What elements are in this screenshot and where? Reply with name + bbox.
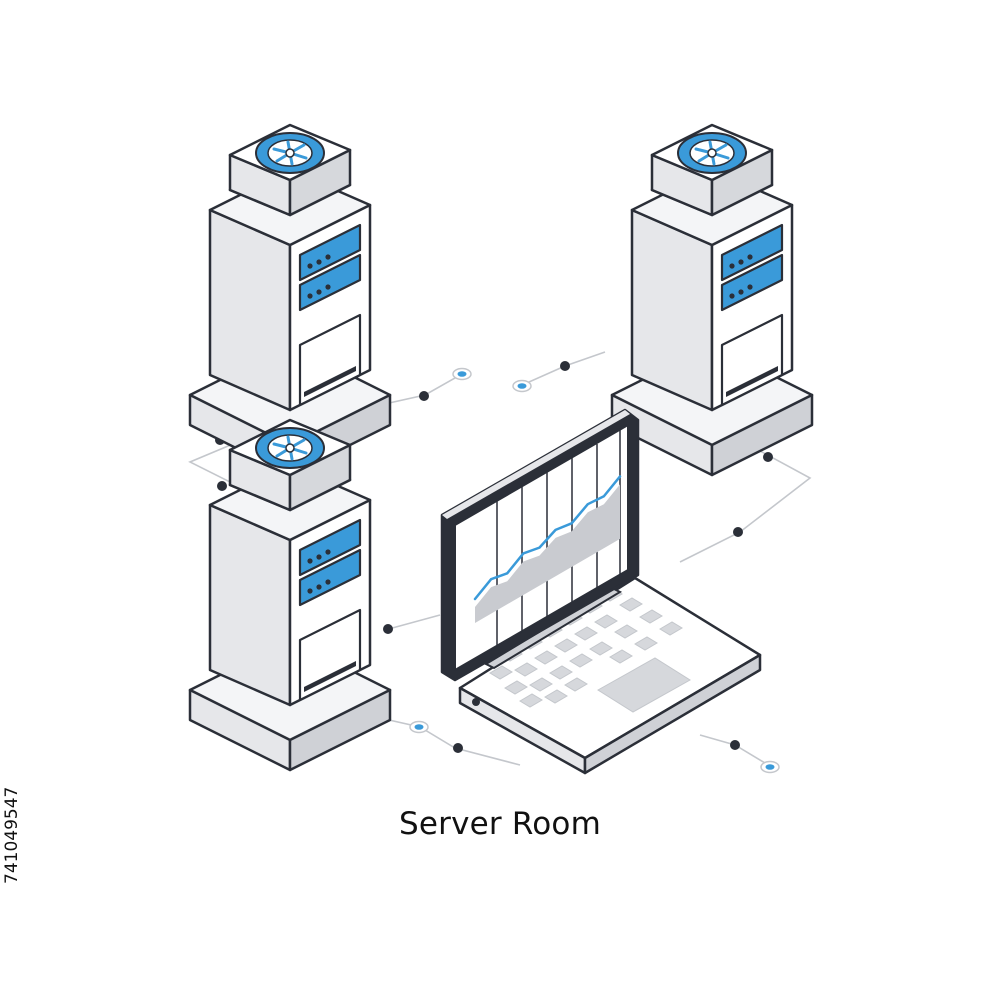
connection-nodes: [215, 361, 780, 774]
laptop-screen-chart: [473, 430, 622, 645]
caption-title: Server Room: [399, 806, 601, 842]
stock-image-id: 741049547: [2, 786, 22, 884]
server-tower-bottom-left: [188, 418, 392, 772]
laptop-touchpad: [597, 657, 691, 713]
laptop: [440, 408, 762, 775]
server-tower-top-right: [610, 123, 814, 477]
